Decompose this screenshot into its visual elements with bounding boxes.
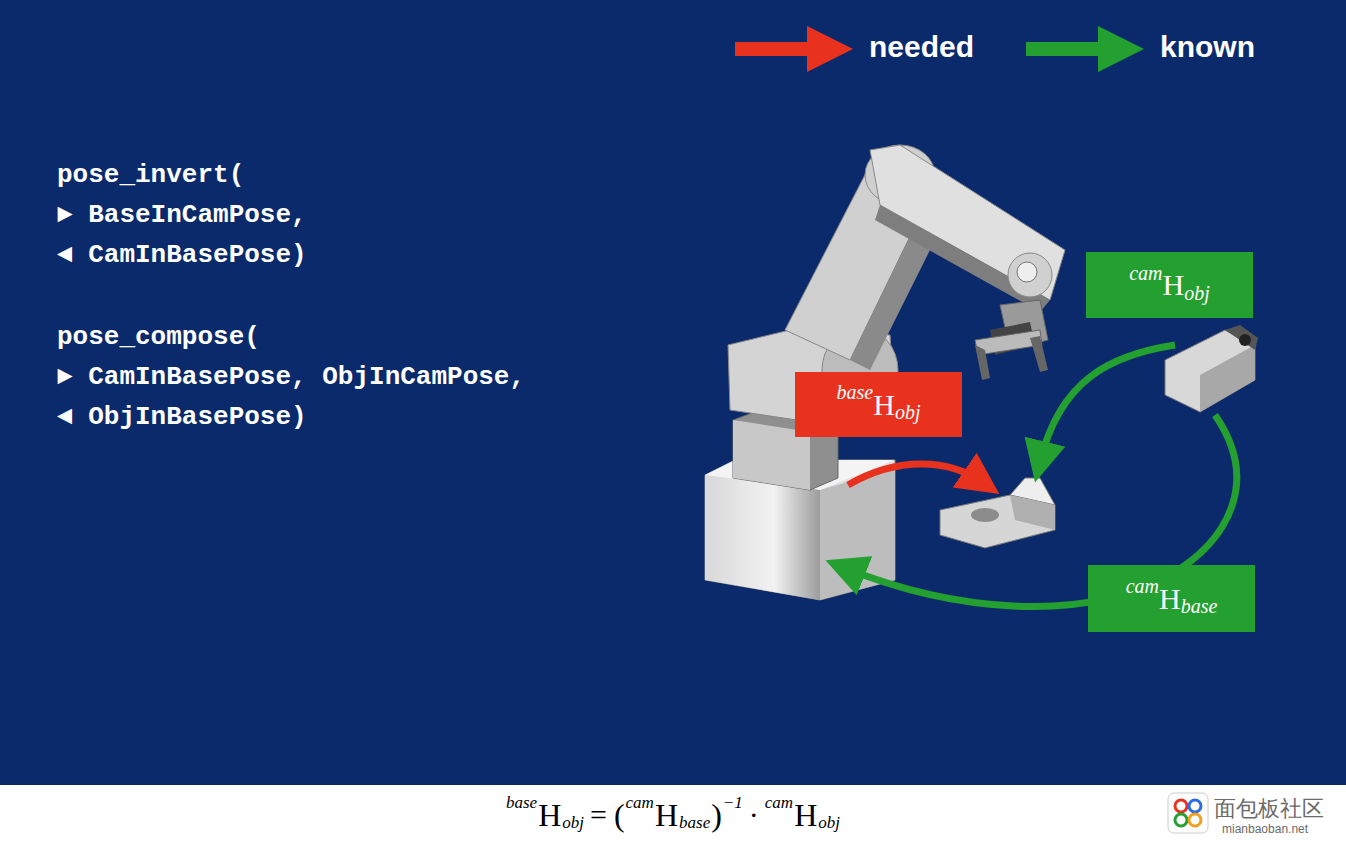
code-line: ◄ ObjInBasePose) <box>57 402 307 432</box>
watermark: mianbaoban.net <box>1222 822 1308 836</box>
code-line: ◄ CamInBasePose) <box>57 240 307 270</box>
code-line: ► CamInBasePose, ObjInCamPose, <box>57 362 525 392</box>
formula: baseHobj=(camHbase)−1·camHobj <box>0 788 1346 842</box>
pose-symbol: obj <box>1184 282 1210 305</box>
formula-term: H <box>655 797 678 834</box>
pose-box: camHobj <box>1086 252 1253 318</box>
formula-term: −1 <box>723 793 743 813</box>
formula-term: cam <box>765 793 793 813</box>
formula-term: · <box>749 798 759 832</box>
code-line: pose_invert( <box>57 160 244 190</box>
legend-text: needed <box>869 30 974 64</box>
pose-symbol: H <box>873 388 895 422</box>
formula-term: H <box>538 797 561 834</box>
pose-symbol: base <box>837 381 874 404</box>
pose-box: baseHobj <box>795 372 962 437</box>
code-line: ► BaseInCamPose, <box>57 200 307 230</box>
needed-arrow <box>848 464 982 485</box>
pose-symbol: H <box>1159 582 1181 616</box>
legend-text: known <box>1160 30 1255 64</box>
pose-symbol: cam <box>1129 262 1162 285</box>
known-arrow <box>1040 345 1175 462</box>
pose-symbol: H <box>1163 268 1185 302</box>
robot <box>705 145 1258 600</box>
code-line: pose_compose( <box>57 322 260 352</box>
legend-arrow <box>735 24 855 74</box>
formula-term: base <box>679 813 710 833</box>
watermark-logo <box>1168 793 1208 833</box>
pose-box: camHbase <box>1088 565 1255 632</box>
formula-term: H <box>794 797 817 834</box>
legend-arrow <box>1026 24 1146 74</box>
pose-symbol: cam <box>1126 575 1159 598</box>
formula-band <box>0 785 1346 846</box>
formula-term: base <box>506 793 537 813</box>
formula-term: = <box>590 798 607 832</box>
formula-term: ( <box>614 797 625 834</box>
pose-symbol: base <box>1181 595 1218 618</box>
watermark: 面包板社区 <box>1214 794 1324 824</box>
formula-term: obj <box>818 813 840 833</box>
formula-term: obj <box>562 813 584 833</box>
formula-term: cam <box>626 793 654 813</box>
formula-term: ) <box>711 797 722 834</box>
pose-symbol: obj <box>895 401 921 424</box>
